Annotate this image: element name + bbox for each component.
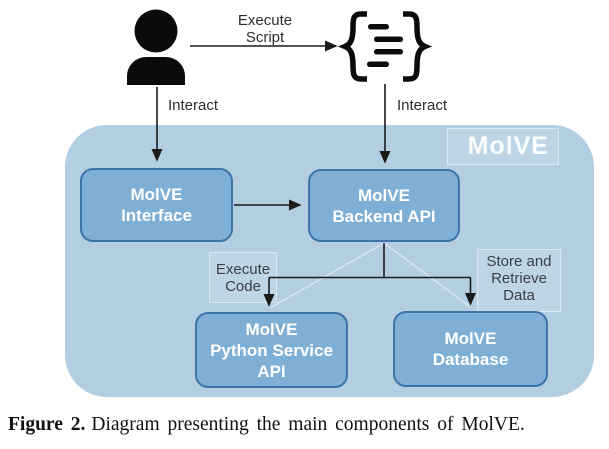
edge-label-execute-script: Execute Script (237, 12, 293, 46)
person-icon (127, 9, 185, 85)
node-molve-database: MolVE Database (393, 311, 548, 387)
system-title: MolVE (467, 132, 549, 160)
edge-label-store-retrieve: Store and Retrieve Data (486, 253, 552, 304)
code-braces-icon (337, 11, 433, 82)
store-retrieve-label-background (477, 249, 561, 312)
edge-label-execute-code: Execute Code (215, 261, 271, 295)
node-molve-interface: MolVE Interface (80, 168, 233, 242)
node-molve-python-service-api: MolVE Python Service API (195, 312, 348, 388)
figure-caption-text: Diagram presenting the main components o… (91, 414, 525, 435)
edge-label-interact-script: Interact (397, 97, 448, 114)
figure-caption-label: Figure 2. (8, 414, 86, 435)
edge-label-interact-user: Interact (168, 97, 219, 114)
system-label-background (447, 128, 559, 165)
figure-caption: Figure 2.Diagram presenting the main com… (8, 413, 606, 437)
node-molve-backend-api: MolVE Backend API (308, 169, 460, 242)
